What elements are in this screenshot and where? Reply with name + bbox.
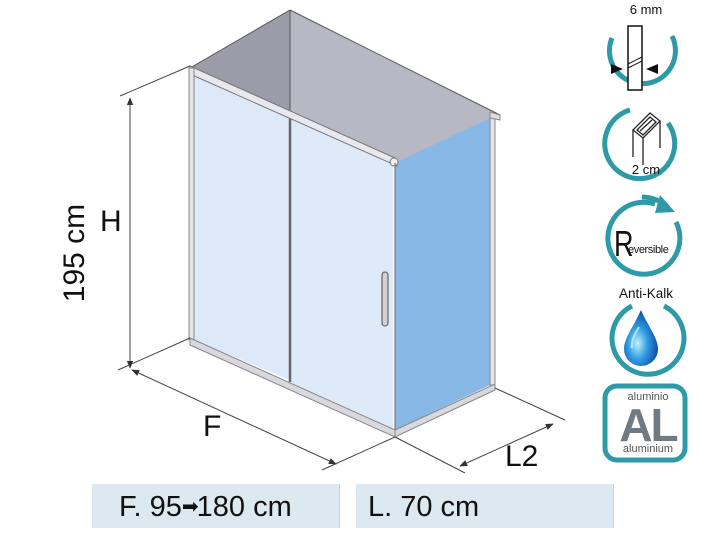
front-sliding-panels [194, 74, 393, 432]
glass-thickness-icon [606, 25, 678, 91]
front-dimension [131, 369, 396, 471]
reversible-arrow-icon [605, 194, 683, 277]
reversible-letter: R [614, 223, 634, 264]
front-symbol: F [203, 410, 222, 443]
front-width-min: F. 95 [119, 491, 182, 523]
height-value: 195 cm [58, 203, 91, 303]
height-dimension [117, 65, 191, 371]
side-symbol: L2 [505, 440, 539, 473]
glass-thickness-caption: 6 mm [629, 2, 663, 17]
enclosure-top [189, 9, 501, 163]
range-arrow-icon: ➡ [181, 496, 199, 518]
front-width-max: 180 cm [196, 491, 292, 523]
side-width-spec: L. 70 cm [356, 484, 614, 528]
side-dimension [394, 387, 566, 474]
aluminium-top-caption: aluminio [627, 391, 669, 403]
adjustment-caption: 2 cm [631, 162, 661, 177]
aluminium-bottom-caption: aluminium [622, 443, 674, 455]
profile-adjustment-icon [602, 107, 678, 182]
aluminium-icon [602, 383, 688, 463]
water-drop-icon [609, 303, 687, 377]
anti-kalk-caption: Anti-Kalk [618, 286, 674, 301]
reversible-caption: eversible [628, 244, 669, 256]
height-symbol: H [100, 205, 122, 238]
door-handle [381, 271, 389, 327]
front-width-spec: F. 95➡180 cm [92, 484, 340, 528]
aluminium-symbol: AL [619, 399, 678, 451]
side-fixed-panel [395, 118, 490, 430]
